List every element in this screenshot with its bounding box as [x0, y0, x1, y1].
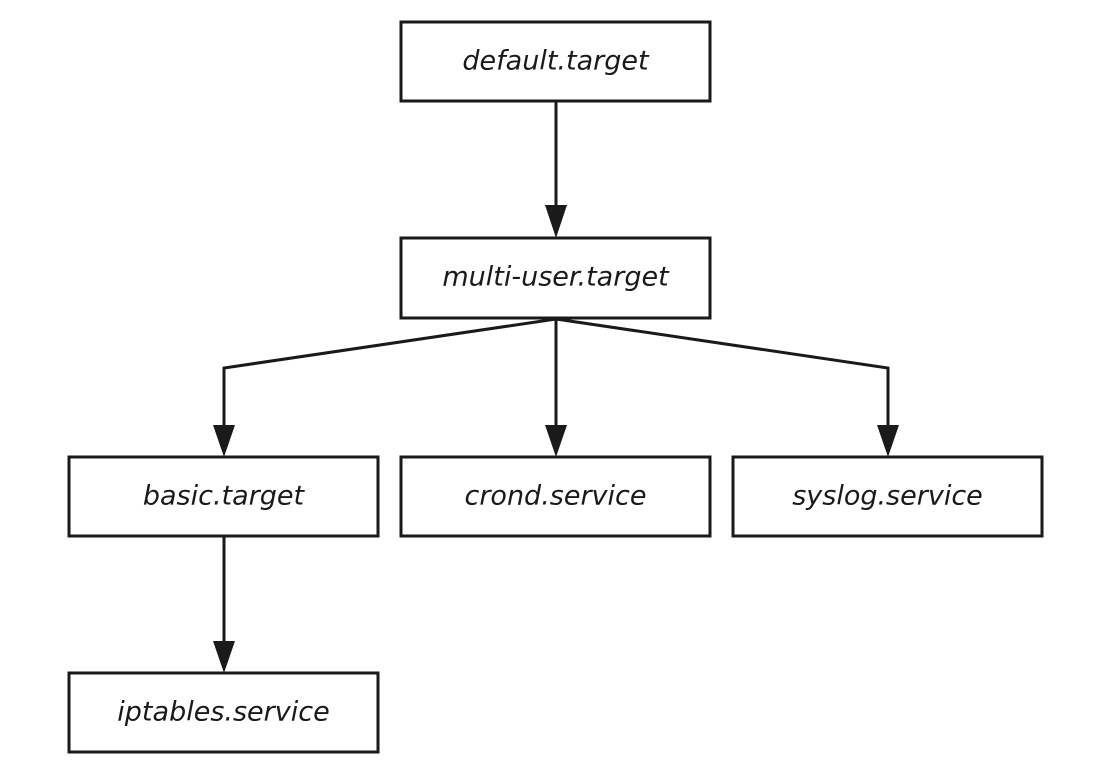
node-label: default.target: [462, 46, 650, 77]
node-iptables-service: iptables.service: [67, 671, 380, 754]
edge-multi-user-to-basic: [213, 317, 557, 457]
node-syslog-service: syslog.service: [731, 455, 1044, 538]
edge-default-to-multi-user: [545, 101, 567, 238]
node-crond-service: crond.service: [399, 455, 712, 538]
edges: [213, 101, 899, 673]
nodes: default.target multi-user.target basic.t…: [67, 20, 1044, 754]
edge-basic-to-iptables: [213, 536, 235, 673]
node-multi-user-target: multi-user.target: [399, 236, 712, 320]
node-basic-target: basic.target: [67, 455, 380, 538]
node-default-target: default.target: [399, 20, 712, 103]
node-label: basic.target: [143, 481, 306, 512]
node-label: multi-user.target: [442, 262, 670, 293]
edge-multi-user-to-syslog: [555, 317, 899, 457]
node-label: iptables.service: [117, 697, 329, 728]
node-label: crond.service: [464, 481, 646, 512]
edge-multi-user-to-crond: [545, 319, 567, 457]
node-label: syslog.service: [792, 481, 983, 512]
